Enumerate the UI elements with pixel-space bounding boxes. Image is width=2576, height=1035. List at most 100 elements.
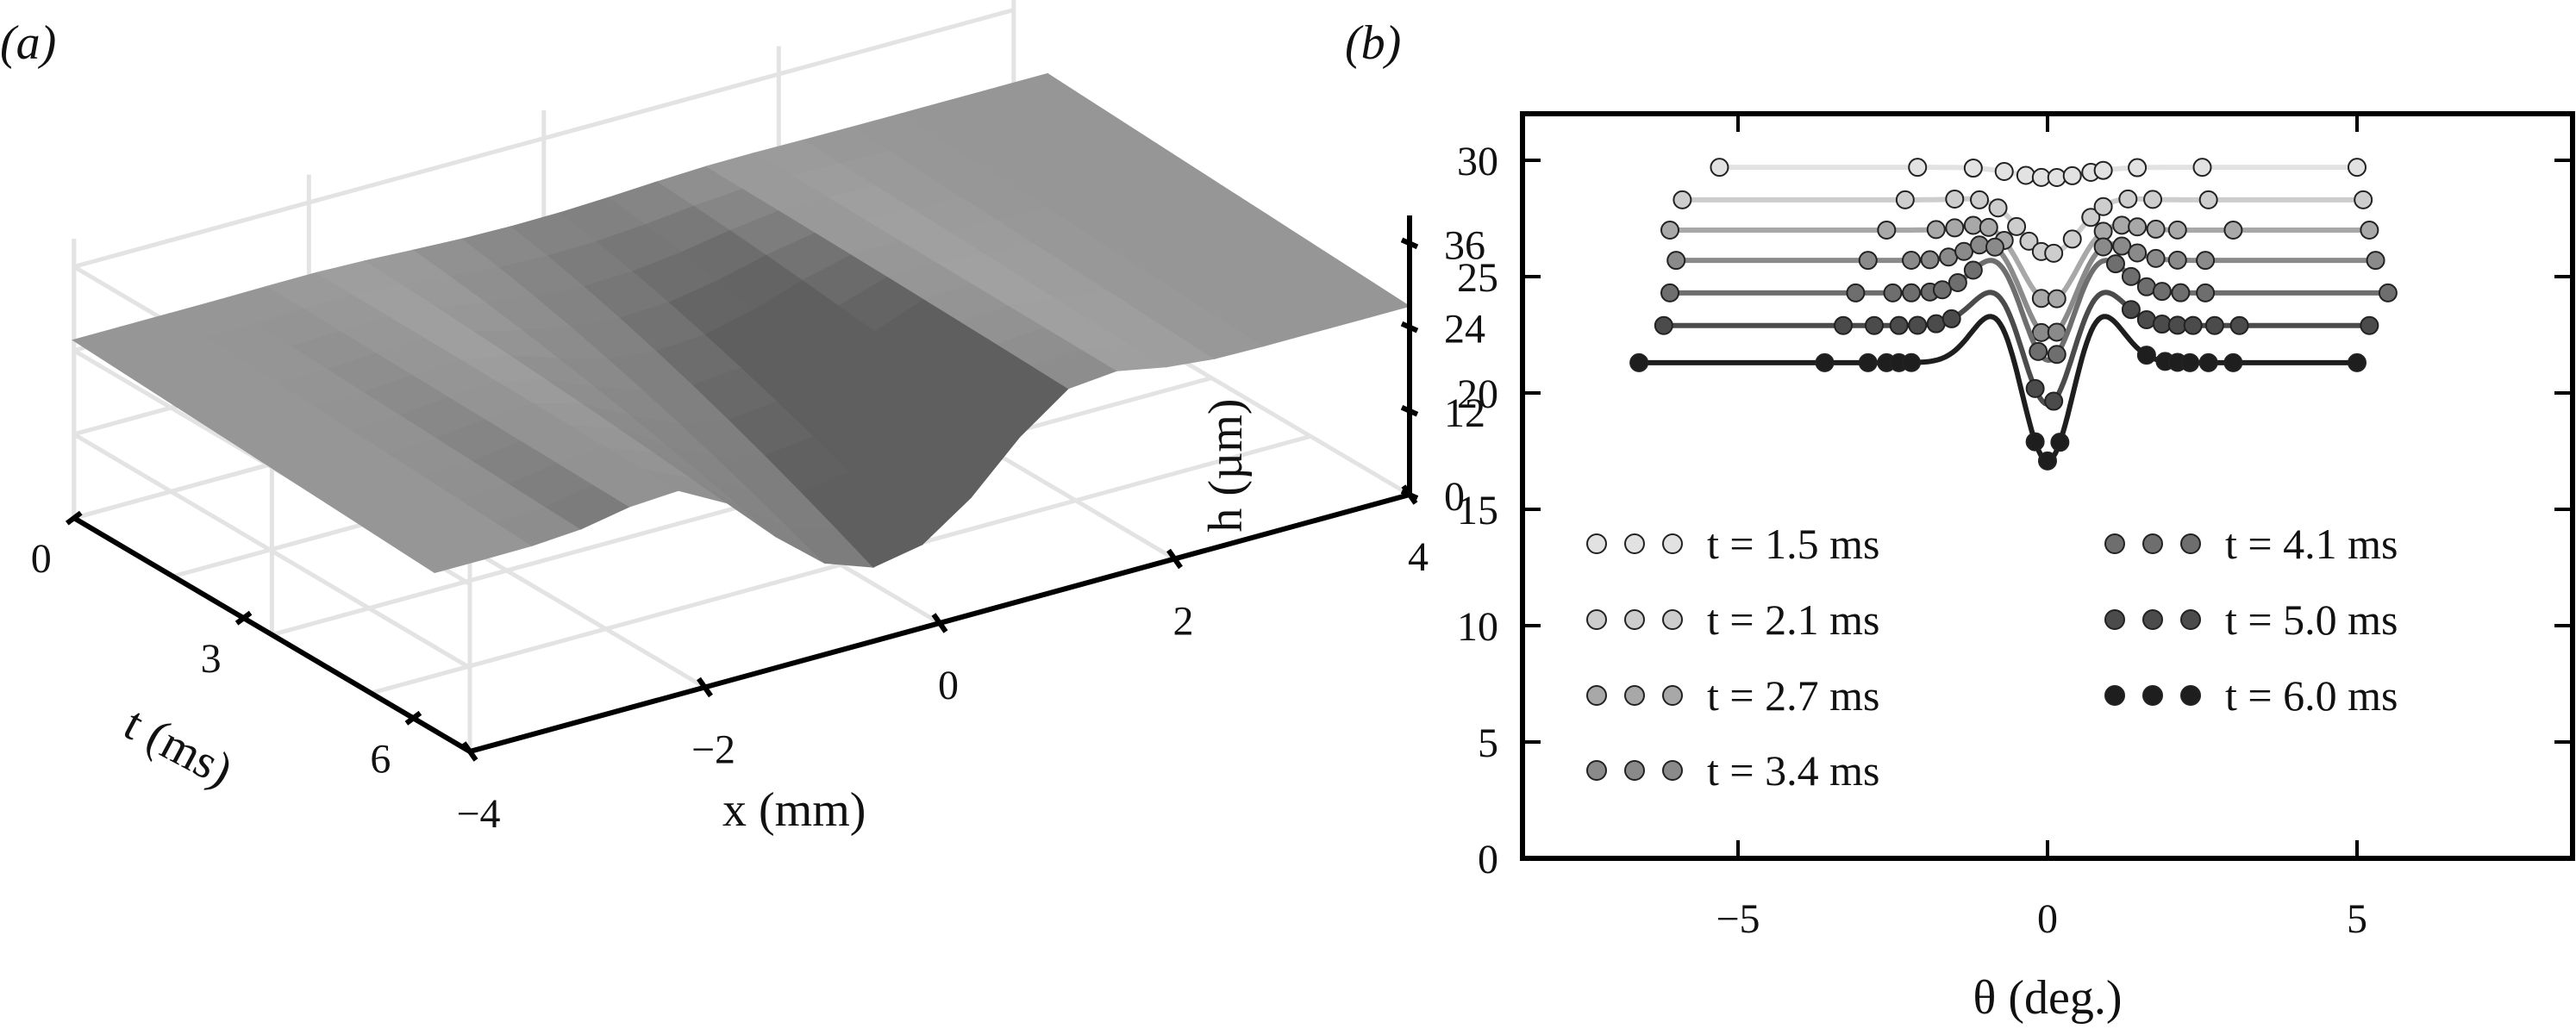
- data-point: [2128, 217, 2148, 237]
- x-tick-label: 2: [1173, 599, 1194, 645]
- legend-label: t = 3.4 ms: [1707, 746, 1879, 795]
- data-point: [2354, 190, 2373, 209]
- legend-entry: t = 2.7 ms: [1586, 671, 1879, 720]
- t-axis-line: [72, 515, 472, 754]
- data-point: [1970, 235, 1990, 255]
- legend-marker: [2104, 609, 2125, 630]
- profile-line: [1663, 290, 2370, 408]
- surface-3d: [72, 72, 1411, 574]
- legend-marker: [1662, 760, 1683, 781]
- profile-line: [1639, 314, 2357, 464]
- data-point: [1834, 315, 1854, 335]
- data-point: [1710, 158, 1729, 178]
- data-point: [2146, 248, 2166, 268]
- y-tick-label: 10: [1457, 604, 1498, 650]
- y-tick-label: 30: [1457, 139, 1498, 184]
- data-point: [1895, 190, 1915, 209]
- data-point: [1985, 237, 2004, 257]
- data-point: [1858, 251, 1878, 271]
- h-tick: [1400, 489, 1419, 501]
- x-tick: [931, 613, 948, 633]
- data-point: [2044, 243, 2064, 263]
- data-point: [1883, 283, 1903, 302]
- legend-marker: [1662, 533, 1683, 554]
- x-tick-label: 0: [938, 663, 959, 708]
- data-point: [2136, 277, 2156, 296]
- data-point: [1908, 315, 1928, 335]
- data-point: [2047, 345, 2066, 365]
- data-point: [1994, 161, 2014, 181]
- legend-marker: [1662, 685, 1683, 706]
- legend-label: t = 6.0 ms: [2225, 671, 2398, 720]
- data-point: [2167, 220, 2187, 240]
- data-point: [2348, 158, 2367, 178]
- data-point: [2047, 289, 2066, 309]
- panel-b-label: (b): [1345, 16, 1401, 70]
- data-point: [1889, 315, 1909, 335]
- data-point: [2204, 315, 2224, 335]
- legend-entry: t = 6.0 ms: [2104, 671, 2398, 720]
- data-point: [2093, 237, 2113, 257]
- h-axis-label-a: h (µm): [1199, 398, 1253, 532]
- legend-marker: [2180, 609, 2201, 630]
- series-6-0-ms: [1629, 314, 2367, 471]
- legend-marker: [1586, 685, 1607, 706]
- data-point: [2093, 196, 2113, 216]
- data-point: [2128, 243, 2148, 263]
- panel-a-label: (a): [0, 16, 56, 70]
- plot-frame-b: [1520, 111, 2575, 861]
- data-point: [1963, 159, 1983, 178]
- profile-line: [1670, 258, 2388, 364]
- series-4-1-ms: [1660, 254, 2398, 365]
- data-point: [2136, 346, 2156, 365]
- data-point: [1941, 309, 1961, 328]
- data-point: [2038, 451, 2057, 471]
- data-point: [2093, 221, 2113, 241]
- data-point: [2378, 283, 2398, 302]
- legend-marker: [1624, 533, 1645, 554]
- x-tick: [461, 741, 478, 762]
- t-tick-label: 0: [31, 536, 52, 582]
- data-point: [2198, 352, 2218, 372]
- h-tick: [1400, 237, 1419, 250]
- data-point: [2050, 433, 2070, 452]
- x-tick-label: −4: [456, 791, 500, 837]
- legend-marker: [1586, 533, 1607, 554]
- y-tick-label: 5: [1478, 720, 1498, 766]
- data-point: [2167, 250, 2187, 270]
- data-point: [1926, 220, 1946, 240]
- data-point: [2047, 168, 2066, 188]
- h-tick-label: 24: [1444, 307, 1485, 352]
- x-tick-label: 5: [2347, 896, 2367, 942]
- data-point: [2062, 165, 2082, 185]
- data-point: [2118, 189, 2138, 209]
- data-point: [2044, 391, 2064, 411]
- data-point: [1864, 315, 1884, 335]
- data-point: [2366, 251, 2385, 271]
- legend-marker: [1586, 609, 1607, 630]
- series-2-7-ms: [1660, 215, 2379, 309]
- data-point: [2136, 310, 2156, 330]
- data-point: [2348, 352, 2367, 372]
- legend-marker: [1586, 760, 1607, 781]
- surface-patch: [997, 72, 1085, 111]
- data-point: [2198, 190, 2218, 209]
- legend-entry: t = 3.4 ms: [1586, 746, 1879, 795]
- legend-label: t = 1.5 ms: [1707, 520, 1879, 568]
- data-point: [2025, 432, 2045, 452]
- x-tick-label: 0: [2037, 896, 2058, 942]
- legend-marker: [1662, 609, 1683, 630]
- legend-entry: t = 4.1 ms: [2104, 520, 2398, 568]
- data-point: [1666, 251, 1686, 271]
- h-tick-label: 12: [1444, 390, 1485, 436]
- data-point: [2016, 165, 2035, 185]
- data-point: [1673, 190, 1692, 209]
- legend-label: t = 2.7 ms: [1707, 671, 1879, 720]
- profile-line: [1670, 222, 2370, 305]
- x-tick-label: −2: [691, 727, 735, 773]
- t-tick: [404, 710, 422, 726]
- h-tick-label: 36: [1444, 222, 1485, 268]
- data-point: [2121, 266, 2141, 286]
- data-point: [2019, 231, 2039, 251]
